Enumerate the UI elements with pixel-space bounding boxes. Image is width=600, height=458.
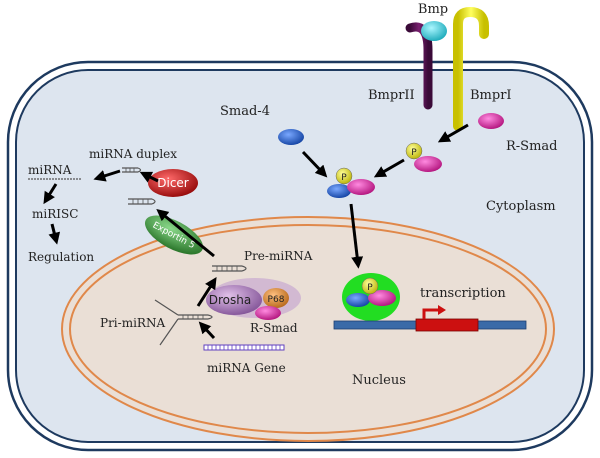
p68-protein xyxy=(263,288,289,308)
pre-mirna-hairpin-cyto xyxy=(128,198,156,205)
arrow-complex-to-nucleus xyxy=(349,203,364,269)
rsmad-phosphorylated xyxy=(414,156,442,172)
phospho-label-complex: P xyxy=(341,173,347,183)
rsmad-cytoplasm-label: R-Smad xyxy=(506,139,558,154)
cytoplasm-label: Cytoplasm xyxy=(486,199,556,214)
phospho-group xyxy=(405,142,423,160)
smad4-nuclear xyxy=(346,293,370,307)
dicer-enzyme xyxy=(148,169,198,197)
bmpr1-receptor xyxy=(453,6,489,131)
phospho-label: P xyxy=(411,148,417,158)
arrow-mirisc-to-regulation xyxy=(48,223,61,245)
arrow-gene-to-primirna xyxy=(198,321,216,340)
mirna-duplex-hairpin xyxy=(122,167,142,173)
dicer-label: Dicer xyxy=(157,176,189,190)
bmpr1-label: BmprI xyxy=(470,88,512,103)
pri-mirna-structure xyxy=(154,299,213,346)
arrow-primirna-to-premirna xyxy=(196,276,217,307)
mirna-duplex-label: miRNA duplex xyxy=(89,147,177,161)
pre-mirna-label: Pre-miRNA xyxy=(244,249,313,263)
transcription-start-arrow xyxy=(422,308,440,319)
nucleus-outer-membrane xyxy=(61,216,555,442)
pre-mirna-hairpin-nuc xyxy=(212,265,247,272)
phospho-label-nuclear: P xyxy=(367,283,373,293)
arrow-rsmad-to-receptor xyxy=(437,123,469,143)
phospho-group-nuclear xyxy=(361,277,379,295)
arrow-smad4-to-complex xyxy=(301,150,328,178)
smad4-in-complex xyxy=(327,184,351,198)
mirna-gene-strand xyxy=(203,344,285,351)
rsmad-drosha-bound xyxy=(255,306,281,320)
transcription-label: transcription xyxy=(420,286,506,301)
drosha-enzyme xyxy=(206,285,262,315)
pri-mirna-label: Pri-miRNA xyxy=(100,316,165,330)
arrow-duplex-to-mirna xyxy=(93,169,121,182)
drosha-label: Drosha xyxy=(209,293,251,307)
bmpr2-label: BmprII xyxy=(368,88,415,103)
regulation-label: Regulation xyxy=(28,250,94,264)
bmp-label: Bmp xyxy=(418,2,448,17)
mirisc-label: miRISC xyxy=(32,207,78,221)
rsmad-in-complex xyxy=(347,179,375,195)
nucleus-label: Nucleus xyxy=(352,373,406,388)
rsmad-nucleus-label: R-Smad xyxy=(250,321,298,335)
arrow-mirna-to-mirisc xyxy=(43,183,58,205)
arrow-rsmad-to-complex xyxy=(373,158,405,178)
arrow-premirna-export xyxy=(156,208,215,258)
phospho-group-complex xyxy=(335,167,353,185)
mirna-label: miRNA xyxy=(28,163,72,177)
mirna-gene-label: miRNA Gene xyxy=(207,361,286,375)
smad4-protein xyxy=(278,129,304,145)
bmp-ligand xyxy=(421,21,447,41)
nucleus-inner-membrane xyxy=(69,224,547,434)
smad4-label: Smad-4 xyxy=(220,104,270,119)
transcription-start-arrowhead xyxy=(438,305,446,315)
rsmad-protein-free xyxy=(478,113,504,129)
rsmad-nuclear xyxy=(368,290,396,306)
promoter-region xyxy=(415,318,479,332)
p68-label: P68 xyxy=(268,295,285,305)
arrow-dicer-to-duplex xyxy=(139,171,159,183)
